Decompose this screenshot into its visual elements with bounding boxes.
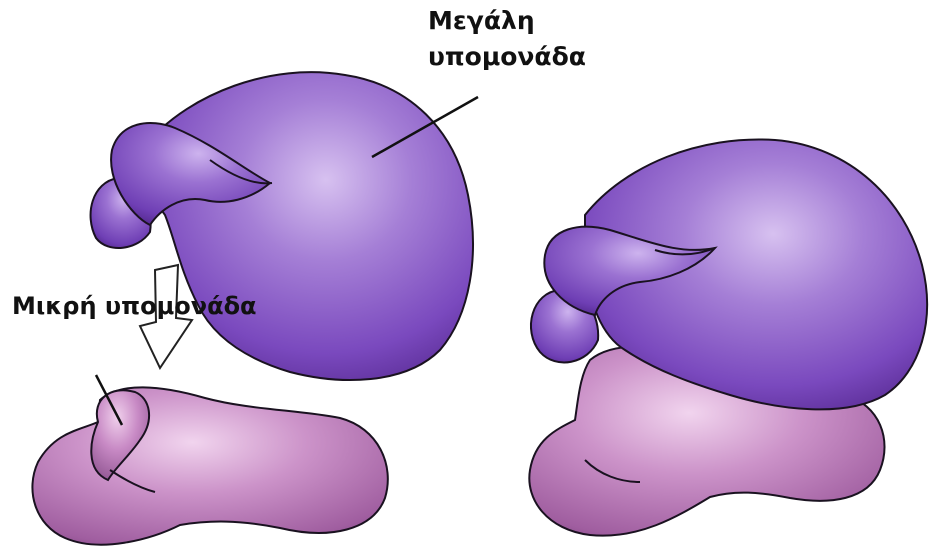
large-subunit-body bbox=[146, 72, 473, 380]
small-subunit-left bbox=[32, 387, 387, 544]
assembled-ribosome bbox=[529, 139, 927, 535]
large-subunit-label-line2: υπομονάδα bbox=[428, 42, 586, 72]
small-subunit-label: Μικρή υπομονάδα bbox=[12, 292, 257, 321]
large-subunit-label-line1: Μεγάλη bbox=[428, 6, 535, 36]
small-subunit-body bbox=[32, 387, 387, 544]
